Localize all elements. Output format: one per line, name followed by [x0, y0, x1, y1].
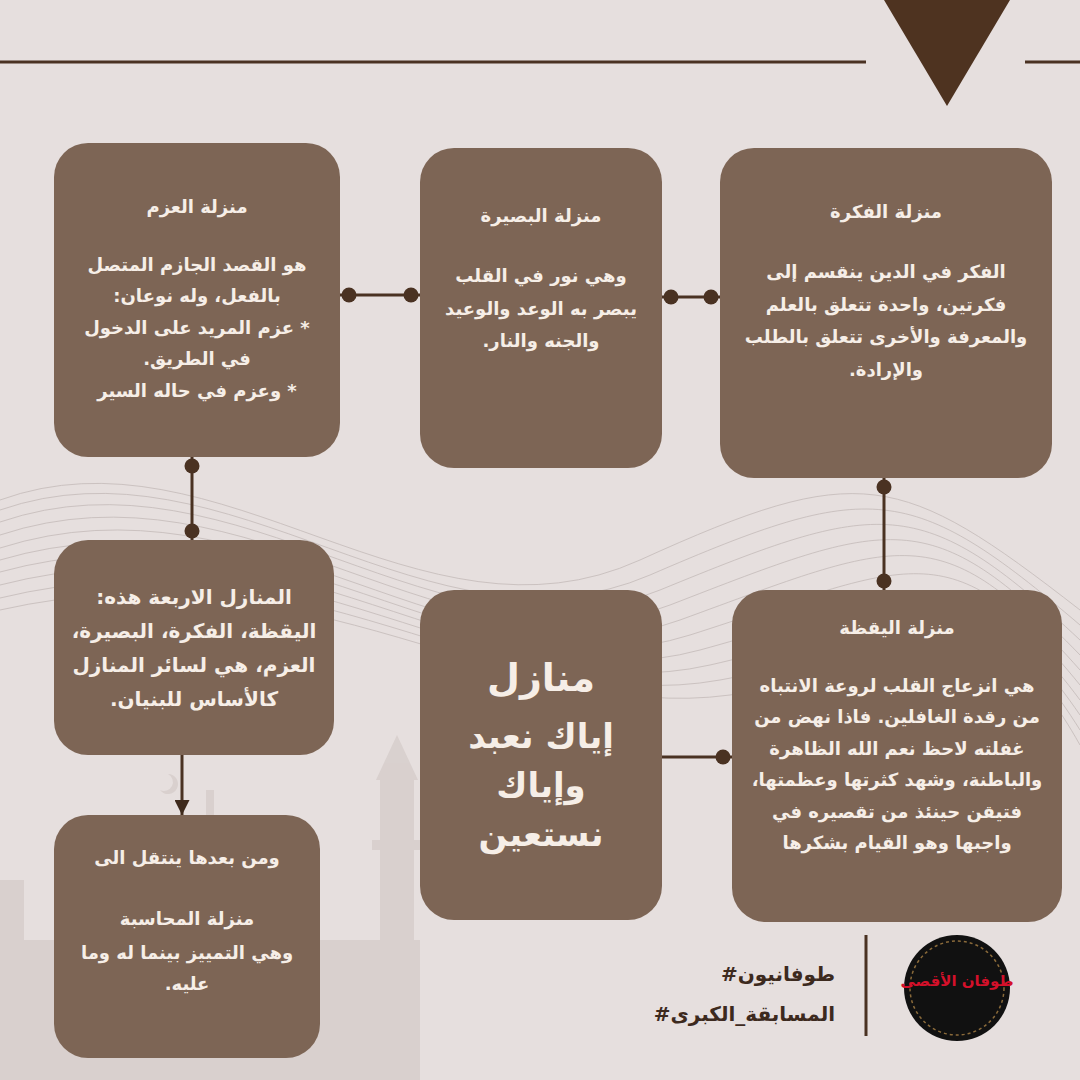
connector-dot: [877, 480, 892, 495]
title-box: منازل إياك نعبد وإياك نستعين: [420, 590, 662, 920]
info-box: منزلة اليقظة هي انزعاج القلب لروعة الانتب…: [732, 590, 1062, 922]
minaret: [380, 780, 414, 1080]
top-rule: [0, 61, 866, 64]
connector-dot: [404, 288, 419, 303]
top-triangle: [884, 0, 1010, 106]
connector-dot: [704, 290, 719, 305]
bullet-item: * عزم المريد على الدخول في الطريق.: [70, 312, 324, 375]
box-subheading: منزلة المحاسبة: [68, 904, 306, 935]
box-body: هي انزعاج القلب لروعة الانتباه من رقدة ا…: [748, 670, 1046, 859]
box-heading: منزلة العزم: [70, 191, 324, 223]
box-body: الفكر في الدين ينقسم إلى فكرتين، واحدة ت…: [738, 256, 1034, 386]
minaret-top: [376, 735, 418, 780]
box-body: المنازل الاربعة هذه: اليقظة، الفكرة، الب…: [70, 580, 318, 716]
main-title: إياك نعبد وإياك نستعين: [434, 712, 648, 860]
info-box: المنازل الاربعة هذه: اليقظة، الفكرة، الب…: [54, 540, 334, 755]
mosque-silhouette: [0, 735, 422, 1080]
minaret-balcony: [372, 840, 422, 850]
info-box: منزلة الفكرة الفكر في الدين ينقسم إلى فكر…: [720, 148, 1052, 478]
box-heading: منزلة البصيرة: [436, 200, 646, 232]
box-heading: منزلة اليقظة: [748, 612, 1046, 644]
connector-dot: [342, 288, 357, 303]
box-body: هو القصد الجازم المتصل بالفعل، وله نوعان…: [70, 249, 324, 312]
hashtag: #طوفانيون: [721, 962, 835, 986]
logo-text: طوفان الأقصى: [900, 972, 1013, 990]
divider-line: [865, 935, 868, 1036]
connector-dot: [716, 750, 731, 765]
connector-dot: [877, 574, 892, 589]
crescent: [160, 774, 178, 794]
info-box: منزلة العزم هو القصد الجازم المتصل بالفعل…: [54, 143, 340, 457]
main-title: منازل: [434, 651, 648, 706]
box-heading: ومن بعدها ينتقل الى: [68, 843, 306, 874]
connector-dot: [664, 290, 679, 305]
connector: [181, 755, 184, 815]
box-body: وهي نور في القلب يبصر به الوعد والوعيد و…: [436, 260, 646, 357]
box-heading: منزلة الفكرة: [738, 196, 1034, 228]
connector-dot: [185, 524, 200, 539]
minaret: [0, 880, 24, 1080]
connector-dot: [185, 459, 200, 474]
hashtag: #المسابقة_الكبرى: [654, 1002, 835, 1026]
box-body: وهي التمييز بينما له وما عليه.: [68, 938, 306, 999]
connector: [883, 478, 886, 590]
info-box: ومن بعدها ينتقل الى منزلة المحاسبةوهي الت…: [54, 815, 320, 1058]
info-box: منزلة البصيرة وهي نور في القلب يبصر به ال…: [420, 148, 662, 468]
bullet-item: * وعزم في حاله السير: [70, 375, 324, 407]
top-rule: [1025, 61, 1080, 64]
